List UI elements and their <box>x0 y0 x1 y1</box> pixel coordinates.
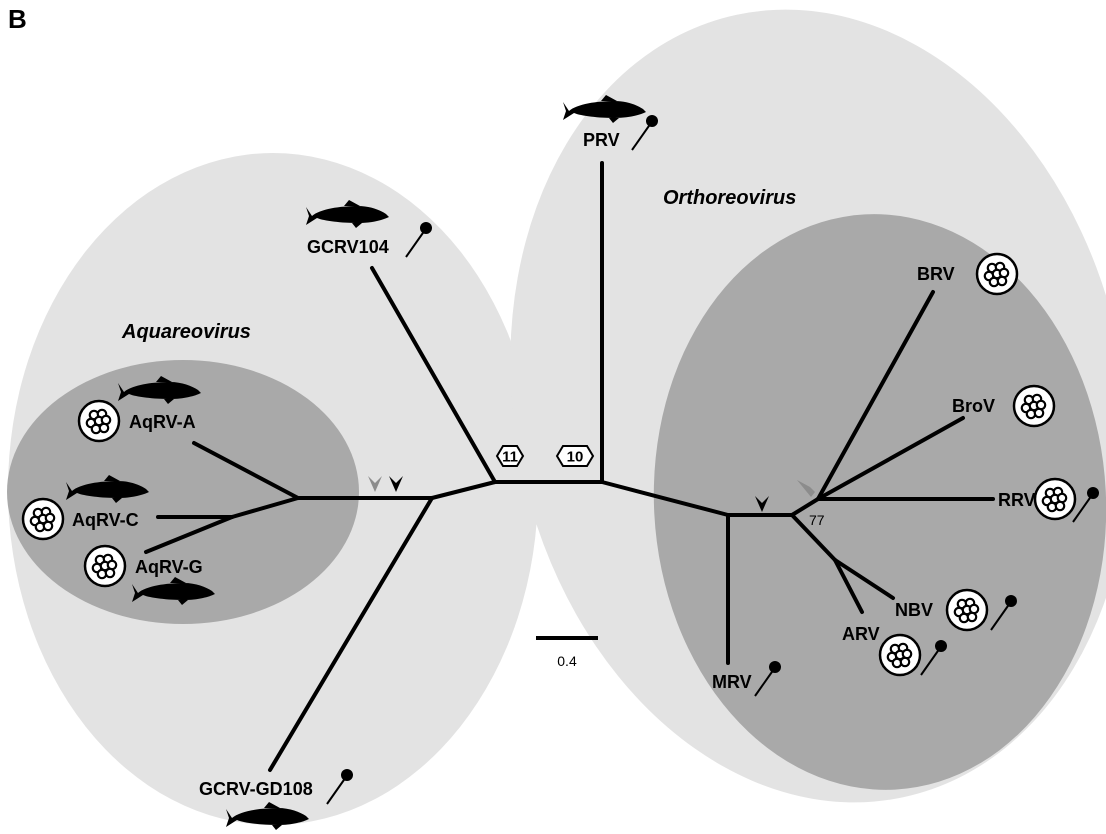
leaf-label-nbv: NBV <box>895 600 933 620</box>
leaf-label-prv: PRV <box>583 130 620 150</box>
tree-branches <box>144 161 995 772</box>
orthoreovirus-inner-ellipse <box>653 214 1106 790</box>
leaf-label-gcrv104: GCRV104 <box>307 237 389 257</box>
branch-to-nbv <box>833 558 895 600</box>
segments-10-label: 10 <box>567 449 584 466</box>
syncytium-icon <box>1012 384 1056 428</box>
branch-to-gcrv-gd108 <box>268 496 434 772</box>
leaf-label-brov: BroV <box>952 396 995 416</box>
panel-label: B <box>8 4 27 34</box>
syncytium-icon <box>1033 477 1077 521</box>
scale-bar-label: 0.4 <box>557 653 577 669</box>
grey-arrowhead-icon <box>797 480 815 497</box>
aquareovirus-genus-label: Aquareovirus <box>121 321 251 343</box>
branch-ortho-stem <box>600 480 730 517</box>
branch-aqrv-cg-node <box>230 496 300 519</box>
segments-11-badge: 11 <box>495 445 525 467</box>
branch-to-aqrv-g <box>144 515 234 554</box>
segments-11-label: 11 <box>502 449 518 466</box>
branch-to-bootstrap-node <box>790 497 820 517</box>
syncytium-icon <box>83 544 127 588</box>
leaf-label-aqrv-g: AqRV-G <box>135 557 203 577</box>
branch-aqua-internal <box>430 480 497 500</box>
segments-10-badge: 10 <box>555 445 595 467</box>
grey-arrowhead-icon <box>368 476 382 492</box>
leaf-label-gcrv-gd108: GCRV-GD108 <box>199 779 313 799</box>
black-arrowhead-icon <box>389 476 403 492</box>
leaf-label-mrv: MRV <box>712 672 752 692</box>
branch-to-gcrv104 <box>370 266 497 484</box>
syncytium-icon <box>975 252 1019 296</box>
leaf-label-rrv: RRV <box>998 490 1036 510</box>
leaf-label-aqrv-a: AqRV-A <box>129 412 196 432</box>
syncytium-icon <box>77 399 121 443</box>
scale-bar: 0.4 <box>536 636 598 669</box>
black-arrowhead-icon <box>755 496 769 512</box>
leaf-label-brv: BRV <box>917 264 955 284</box>
branch-to-arv-nbv-node <box>790 513 837 562</box>
orthoreovirus-genus-label: Orthoreovirus <box>663 187 796 209</box>
branch-to-aqrv-a <box>192 441 300 500</box>
branch-to-arv <box>833 558 864 614</box>
syncytium-icon <box>945 588 989 632</box>
bootstrap-value: 77 <box>809 512 825 528</box>
leaf-label-aqrv-c: AqRV-C <box>72 510 139 530</box>
branch-to-brv <box>816 290 935 501</box>
leaf-label-arv: ARV <box>842 624 880 644</box>
syncytium-icon <box>21 497 65 541</box>
branch-to-brov <box>816 416 965 501</box>
syncytium-icon <box>878 633 922 677</box>
